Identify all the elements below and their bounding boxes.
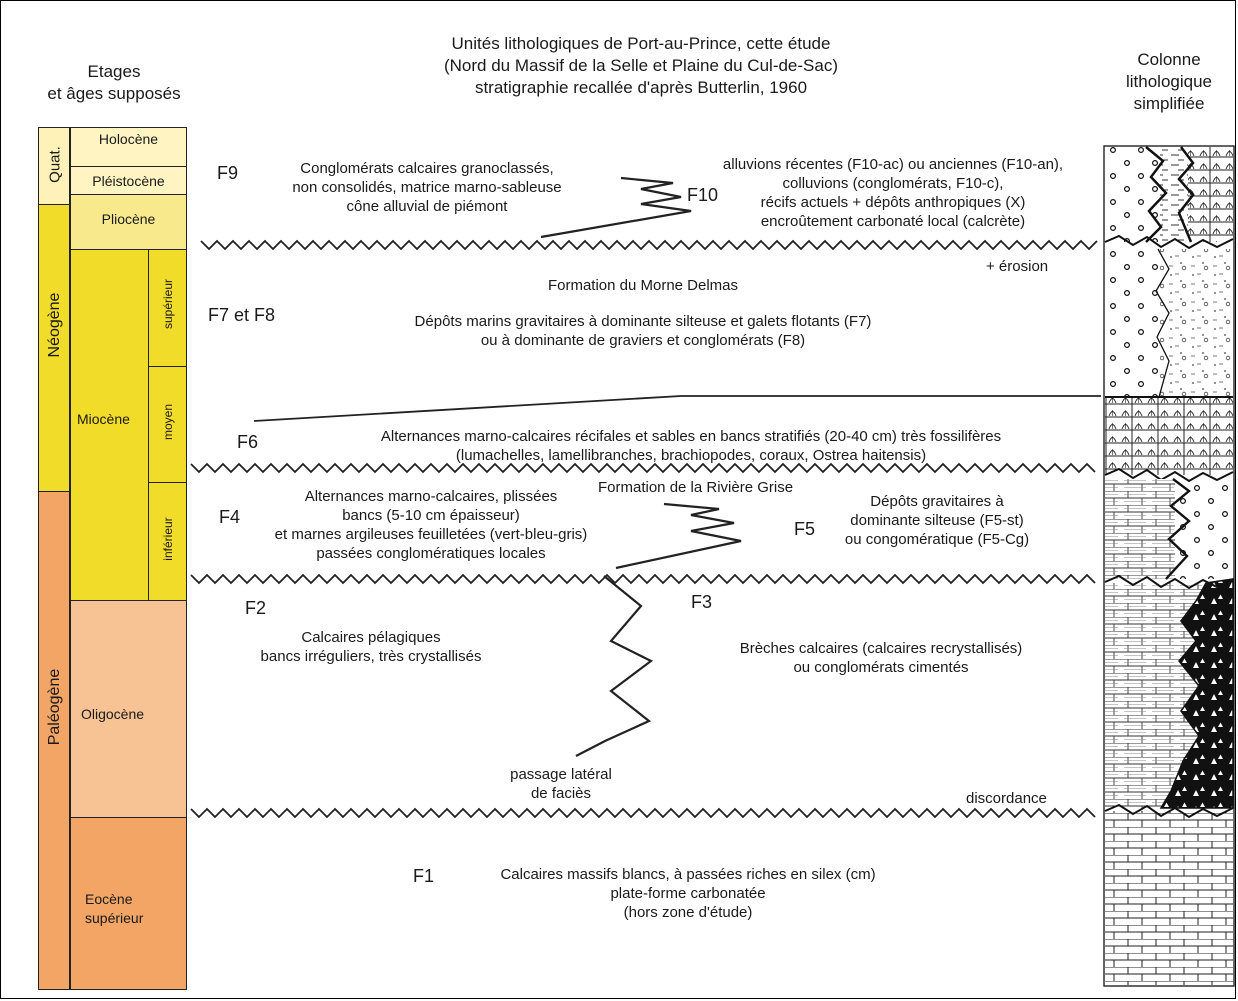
formation-name-morne-delmas: Formation du Morne Delmas — [547, 277, 739, 294]
unconformity-line-top — [200, 239, 1098, 251]
substage-inferieur: inférieur — [148, 482, 187, 601]
epoch-oligocene: Oligocène — [70, 600, 187, 818]
substage-superieur: supérieur — [148, 249, 187, 367]
unit-code-f5: F5 — [794, 519, 816, 539]
substage-label-inferieur: inférieur — [161, 517, 175, 561]
period-label-neogene: Néogène — [46, 292, 63, 358]
unit-code-f6: F6 — [237, 432, 259, 452]
unit-desc-f7-f8: Formation du Morne Delmas Dépôts marins … — [363, 276, 923, 350]
period-quaternary: Quat. — [38, 127, 70, 205]
period-label-quaternary: Quat. — [46, 146, 64, 183]
unit-code-f4: F4 — [219, 507, 241, 527]
unit-desc-f10: alluvions récentes (F10-ac) ou anciennes… — [722, 156, 1064, 230]
unconformity-line-f4-base — [190, 573, 1096, 585]
unit-desc-f6: Alternances marno-calcaires récifales et… — [380, 428, 1002, 464]
period-paleogene: Paléogène — [38, 491, 70, 990]
epoch-label-pliocene: Pliocène — [101, 211, 156, 227]
epoch-label-pleistocene: Pléistocène — [92, 173, 165, 189]
epoch-pleistocene: Pléistocène — [70, 166, 187, 195]
period-label-paleogene: Paléogène — [46, 668, 63, 746]
interfingering-f4-f5 — [615, 502, 742, 570]
substage-label-superieur: supérieur — [161, 278, 175, 330]
unit-desc-f9: Conglomérats calcaires granoclassés,non … — [292, 160, 562, 215]
f6-top-boundary — [253, 395, 1101, 422]
unit-code-f9: F9 — [217, 163, 239, 183]
epoch-label-holocene: Holocène — [98, 131, 159, 147]
epoch-label-miocene: Miocène — [77, 411, 130, 427]
unit-code-f1: F1 — [413, 866, 435, 886]
interfingering-f2-f3 — [575, 575, 654, 757]
unit-desc-f3: Brèches calcaires (calcaires recrystalli… — [739, 640, 1023, 676]
interfingering-f9-f10 — [540, 176, 692, 239]
formation-name-riviere-grise: Formation de la Rivière Grise — [598, 479, 794, 496]
unit-code-f10: F10 — [687, 185, 719, 205]
unconformity-line-discordance — [190, 807, 1096, 819]
epoch-holocene: Holocène — [70, 127, 187, 167]
substage-moyen: moyen — [148, 366, 187, 483]
erosion-note: + érosion — [986, 258, 1049, 275]
epoch-pliocene: Pliocène — [70, 194, 187, 250]
epoch-label-oligocene: Oligocène — [81, 706, 145, 722]
main-title: Unités lithologiques de Port-au-Prince, … — [443, 34, 839, 97]
unit-code-f2: F2 — [245, 598, 267, 618]
unit-code-f7-f8: F7 et F8 — [208, 305, 276, 325]
substage-label-moyen: moyen — [161, 403, 175, 441]
discordance-note: discordance — [966, 790, 1047, 807]
lithologic-column — [1103, 145, 1235, 987]
period-neogene: Néogène — [38, 204, 70, 492]
unconformity-line-f6-base — [190, 462, 1096, 474]
unit-desc-f1: Calcaires massifs blancs, à passées rich… — [500, 866, 876, 921]
unit-code-f3: F3 — [691, 592, 713, 612]
